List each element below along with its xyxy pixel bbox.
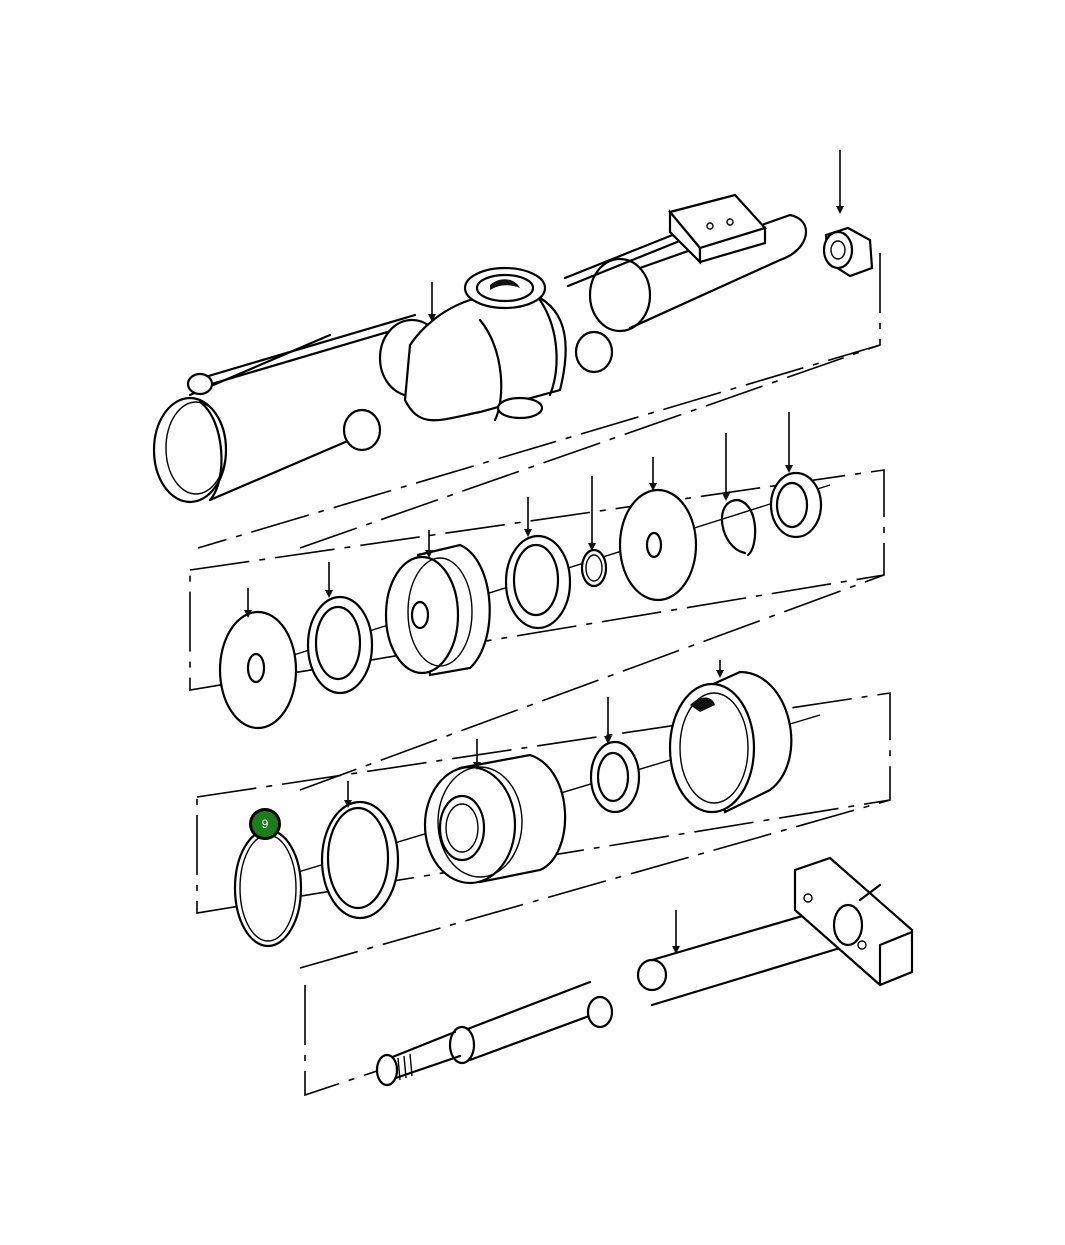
- leader-arrows-lower: [344, 660, 724, 808]
- gland-group: [196, 574, 891, 948]
- callout-badge-9[interactable]: 9: [249, 808, 281, 840]
- rod-group: [299, 799, 914, 1097]
- leader-arrows-middle: [244, 412, 793, 618]
- piston-group: [189, 344, 885, 730]
- cylinder-body-group: [152, 150, 881, 549]
